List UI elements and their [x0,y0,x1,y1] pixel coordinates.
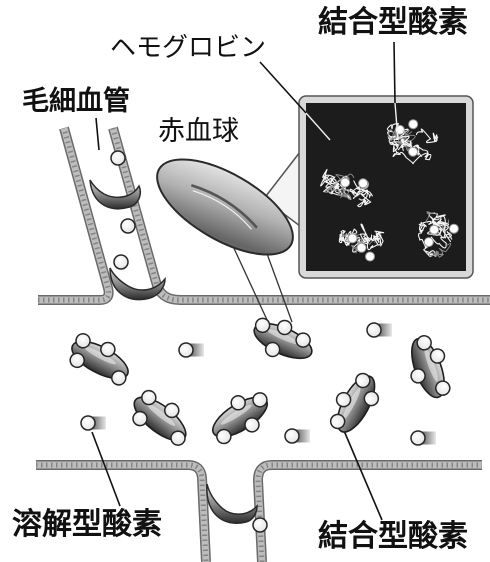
protein-strand [430,215,453,249]
bound-oxygen-sphere [365,251,375,262]
protein-strand [349,187,373,201]
bound-oxygen [363,390,380,407]
bound-oxygen-sphere [423,237,434,248]
bound-oxygen [100,341,116,358]
bound-oxygen [264,341,281,358]
dissolved-oxygen [80,415,106,431]
bound-oxygen-sphere [340,177,351,188]
bound-oxygen [75,333,91,349]
hemoglobin-label: ヘモグロビン [110,33,267,63]
bound-oxygen [329,413,346,430]
bound-oxygen [216,428,232,445]
protein-strand [386,123,409,140]
red-blood-cell [253,317,313,360]
red-blood-cell [410,335,451,399]
bound-oxygen [111,370,127,386]
protein-strand [399,140,432,165]
protein-strand [352,189,372,208]
dissolved-oxygen [284,428,310,444]
red-blood-cell [329,372,380,433]
bound-oxygen [230,395,246,411]
hemoglobin-leader-line [259,61,307,114]
protein-strand [427,212,447,235]
bound-oxygen-top-leader-line-inner [394,102,399,141]
bound-oxygen [335,391,352,408]
protein-strand [429,243,452,258]
bound-oxygen [355,372,371,389]
zoom-line [231,243,269,323]
bound-oxygen-sphere [358,178,369,189]
bound-oxygen [141,389,157,406]
bound-oxygen-bottom-leader-line [341,425,383,521]
protein-strand [392,135,412,158]
protein-strand [415,128,439,144]
bound-oxygen-sphere [448,223,459,234]
red-blood-cell-label: 赤血球 [158,116,239,147]
bound-oxygen [164,402,180,419]
capillary-red-blood-cell [206,483,258,524]
capillary-red-blood-cell [109,267,166,301]
hemoglobin-molecule [338,223,385,262]
bound-oxygen [69,352,85,369]
oxygen-molecule [252,517,268,533]
capillary-label: 毛細血管 [22,86,130,117]
oxygen-molecule [113,254,129,270]
protein-strand [320,168,337,187]
hemoglobin-molecule [386,119,439,165]
dissolved-oxygen [410,430,436,446]
hemoglobin-molecule [320,168,373,208]
hemoglobin-leader-line-inner [305,112,331,141]
bound-oxygen [295,332,311,348]
protein-strand [418,218,446,233]
capillary-leader-line [95,117,100,151]
capillary-red-blood-cell [89,179,142,210]
bound-oxygen [429,348,446,364]
protein-strand [431,216,450,239]
bound-oxygen-label-bottom: 結合型酸素 [318,519,468,554]
red-blood-cell-enlarged [156,158,294,256]
bound-oxygen [254,317,271,334]
bound-oxygen-top-leader-line [393,41,396,104]
protein-strand [359,223,379,251]
bound-oxygen-sphere [356,242,367,253]
protein-strand [337,185,352,200]
red-blood-cell [69,333,129,386]
bound-oxygen-sphere [408,146,418,157]
bound-oxygen [244,417,260,433]
bound-oxygen [132,410,148,427]
vessel-lower-wall [36,460,482,562]
protein-strand [417,225,437,258]
bound-oxygen [252,392,268,408]
bound-oxygen [276,319,293,336]
vessel-upper-wall [38,126,490,305]
bound-oxygen [170,430,186,446]
bound-oxygen-label-top: 結合型酸素 [318,5,468,40]
bound-oxygen-sphere [347,233,358,244]
dissolved-oxygen [366,322,392,338]
bound-oxygen [416,335,432,351]
hemoglobin-inset [298,95,474,279]
bound-oxygen-sphere [429,224,440,235]
red-blood-cell [132,389,187,446]
bound-oxygen-sphere [408,119,419,130]
red-blood-cell [212,392,268,445]
bound-oxygen [410,368,426,384]
dissolved-oxygen-label: 溶解型酸素 [12,507,162,542]
dissolved-oxygen-leader-line [91,431,121,507]
hemoglobin-molecule [417,211,459,258]
oxygen-molecule [110,150,126,166]
dissolved-oxygen [178,342,204,358]
bound-oxygen [435,380,451,396]
protein-strand [370,230,385,247]
oxygen-molecule [120,218,136,234]
